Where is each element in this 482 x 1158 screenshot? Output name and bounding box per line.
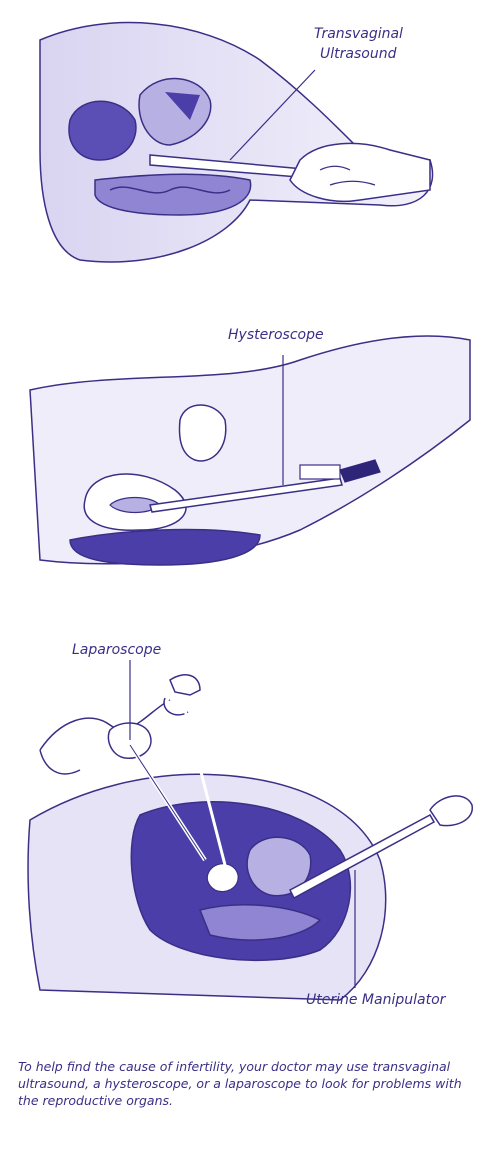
ovary xyxy=(207,864,238,892)
laparoscope-label: Laparoscope xyxy=(72,642,161,658)
rectum xyxy=(95,174,251,215)
uterine-manipulator-label: Uterine Manipulator xyxy=(306,992,445,1008)
laparoscope-illustration xyxy=(0,640,482,1040)
transvaginal-ultrasound-illustration xyxy=(0,0,482,290)
bladder xyxy=(69,101,136,160)
transvaginal-label-line2: Ultrasound xyxy=(320,46,396,62)
grasper-handle xyxy=(164,675,200,715)
hysteroscope-label: Hysteroscope xyxy=(228,327,324,343)
rectum xyxy=(70,530,260,565)
hysteroscope-illustration xyxy=(0,300,482,620)
manipulator-handle xyxy=(430,796,472,826)
hand xyxy=(290,143,430,201)
body-outline xyxy=(30,336,470,564)
hysteroscope-ports xyxy=(300,465,340,479)
transvaginal-label-line1: Transvaginal xyxy=(314,26,403,42)
caption: To help find the cause of infertility, y… xyxy=(18,1058,470,1109)
pubic-bone xyxy=(180,405,226,461)
